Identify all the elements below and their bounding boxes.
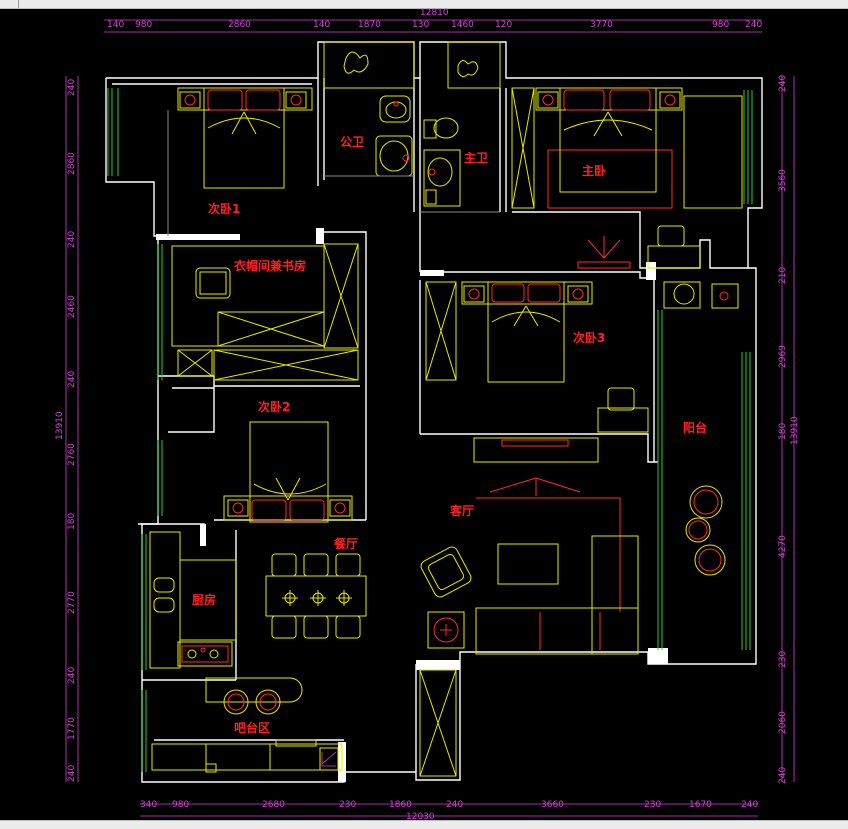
left-dim-5: 240 [67,371,77,388]
study-furniture [171,243,359,381]
bottom-dim-3: 2680 [262,800,285,810]
top-dim-2: 980 [135,20,152,30]
right-dim-8: 2060 [778,711,788,734]
wall-mbed-bottom [512,211,748,269]
label-bedroom-2[interactable]: 次卧2 [258,399,290,414]
left-dim-2: 2860 [67,152,77,175]
label-dining-room[interactable]: 餐厅 [334,536,358,551]
top-bar-separator [18,0,19,8]
wall-kitchen-top [138,523,205,546]
top-dim-11: 240 [745,20,762,30]
right-dim-2: 3560 [778,169,788,192]
bottom-dim-4: 230 [339,800,356,810]
top-dim-8: 120 [495,20,512,30]
left-dim-3: 240 [67,231,77,248]
right-dim-9: 240 [778,767,788,784]
left-dim-11: 240 [67,765,77,782]
top-dim-4: 140 [313,20,330,30]
right-dim-1: 240 [778,75,788,92]
right-dim-3: 210 [778,267,788,284]
left-dimension-chain: 240 2860 240 2460 240 2760 180 2770 240 … [55,76,79,782]
window-top-bar [0,0,848,9]
bedroom-2-furniture [223,421,353,523]
room-labels: 次卧1 公卫 主卫 主卧 衣帽间兼书房 次卧3 次卧2 阳台 客厅 餐厅 厨房 … [192,135,707,735]
bottom-dim-7: 3660 [541,800,564,810]
left-dim-4: 2460 [67,295,77,318]
bottom-dim-1: 340 [140,800,157,810]
label-public-bath[interactable]: 公卫 [340,135,364,149]
wall-study-bed2 [158,375,215,433]
label-master-bedroom[interactable]: 主卧 [582,163,606,178]
bottom-dim-9: 1670 [689,800,712,810]
left-dim-6: 2760 [67,443,77,466]
living-room-furniture [420,437,639,655]
right-dim-7: 230 [778,651,788,668]
column-7 [416,660,460,670]
label-balcony[interactable]: 阳台 [683,420,707,435]
top-dim-5: 1870 [358,20,381,30]
label-living-room[interactable]: 客厅 [449,503,474,518]
wall-bed3-bottom [420,433,658,463]
right-dim-5: 180 [778,423,788,440]
windows [107,88,753,772]
label-bar-area[interactable]: 吧台区 [234,720,270,735]
top-dimension-chain: 12810 140 980 2860 140 1870 130 1460 120… [104,8,762,33]
column-1 [316,228,324,244]
bottom-total-dim: 12030 [406,812,435,822]
bar-area-furniture [151,677,343,773]
column-4 [646,262,656,280]
column-3 [200,524,206,546]
top-dim-6: 130 [412,20,429,30]
top-dim-3: 2860 [228,20,251,30]
label-bedroom-3[interactable]: 次卧3 [573,330,605,345]
wall-segment-bed1 [156,234,240,240]
left-dim-8: 2770 [67,591,77,614]
top-dim-1: 140 [107,20,124,30]
label-bedroom-1[interactable]: 次卧1 [208,201,240,216]
top-dim-7: 1460 [451,20,474,30]
bedroom-1-furniture [167,87,313,236]
bottom-dimension-chain: 340 980 2680 230 1860 240 3660 230 1670 … [140,800,758,822]
right-dimension-chain: 240 3560 210 2969 180 4270 230 2060 240 … [778,75,800,784]
wall-study-right [316,231,367,520]
kitchen-furniture [149,531,237,669]
shower-head-icon [343,51,369,74]
top-dim-9: 3770 [590,20,613,30]
top-total-dim: 12810 [420,8,449,18]
top-dim-10: 980 [712,20,729,30]
right-dim-6: 4270 [778,535,788,558]
column-5 [648,648,668,664]
right-dim-4: 2969 [778,345,788,368]
left-dim-1: 240 [67,79,77,96]
label-master-bath[interactable]: 主卫 [464,150,488,165]
entry-cabinet [419,669,457,777]
bedroom-3-furniture [425,281,739,433]
left-total-dim: 13910 [55,411,65,440]
public-bath-fixtures [323,41,415,177]
bottom-dim-10: 240 [741,800,758,810]
bottom-dim-8: 230 [644,800,661,810]
bottom-dim-2: 980 [172,800,189,810]
master-bath-fixtures [420,41,501,213]
left-dim-10: 1770 [67,717,77,740]
bottom-dim-6: 240 [446,800,463,810]
left-dim-7: 180 [67,513,77,530]
dining-room-furniture [265,553,367,639]
left-dim-9: 240 [67,667,77,684]
right-total-dim: 13910 [790,416,800,445]
label-kitchen[interactable]: 厨房 [192,592,216,607]
column-2 [420,270,444,276]
bottom-dim-5: 1860 [389,800,412,810]
master-bedroom-furniture [511,87,743,269]
label-cloakroom-study[interactable]: 衣帽间兼书房 [234,258,306,273]
window-bottom-bar [0,820,848,829]
wall-bed3-top [420,271,654,279]
balcony-furniture [685,485,726,576]
shower-head-icon-2 [457,60,479,78]
